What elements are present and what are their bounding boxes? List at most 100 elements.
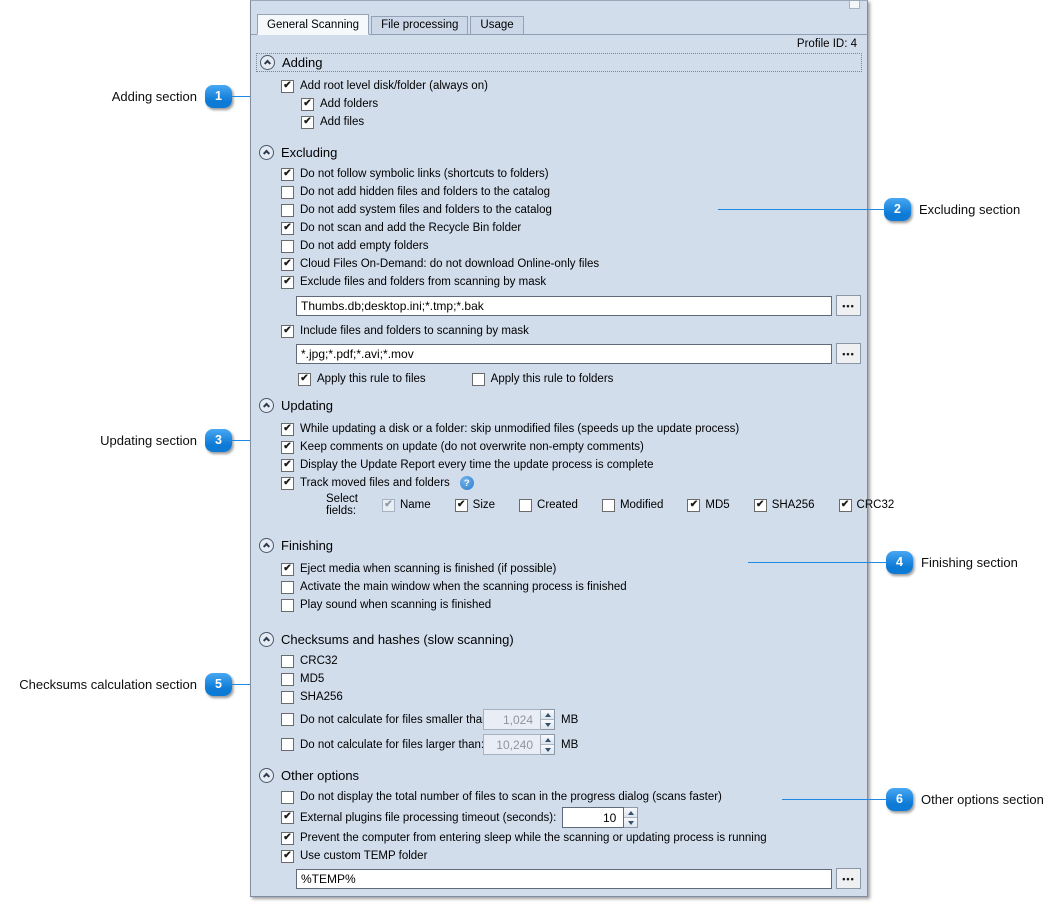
- checkbox-activate-window[interactable]: [281, 580, 294, 594]
- option-row[interactable]: Use custom TEMP folder: [281, 847, 867, 865]
- section-header-updating: Updating: [256, 396, 862, 415]
- section-header-other: Other options: [256, 766, 862, 785]
- browse-include-mask-button[interactable]: •••: [836, 343, 861, 364]
- checkbox-field-crc32[interactable]: [838, 498, 852, 512]
- checkbox-no-symlinks[interactable]: [281, 167, 294, 181]
- checkbox-eject-media[interactable]: [281, 562, 294, 576]
- option-row[interactable]: Exclude files and folders from scanning …: [281, 273, 867, 291]
- label-no-recycle-bin: Do not scan and add the Recycle Bin fold…: [300, 222, 522, 234]
- field-created[interactable]: Created: [519, 498, 578, 512]
- checkbox-apply-folders[interactable]: [471, 372, 485, 386]
- tab-file-processing[interactable]: File processing: [371, 16, 469, 34]
- checkbox-field-modified[interactable]: [601, 498, 615, 512]
- checkbox-exclude-mask[interactable]: [281, 275, 294, 289]
- checkbox-field-sha256[interactable]: [753, 498, 767, 512]
- checkbox-field-md5[interactable]: [687, 498, 701, 512]
- spin-up-button[interactable]: [624, 808, 638, 817]
- spin-down-button[interactable]: [624, 817, 638, 827]
- checkbox-prevent-sleep[interactable]: [281, 831, 294, 845]
- checkbox-apply-files[interactable]: [298, 372, 311, 386]
- exclude-mask-input[interactable]: [296, 295, 832, 316]
- scrollbar-fragment[interactable]: [849, 1, 860, 9]
- option-row[interactable]: Do not add system files and folders to t…: [281, 201, 867, 219]
- field-modified[interactable]: Modified: [601, 498, 663, 512]
- checkbox-crc32[interactable]: [281, 654, 294, 668]
- option-row[interactable]: Keep comments on update (do not overwrit…: [281, 438, 867, 456]
- temp-folder-input[interactable]: [296, 868, 832, 889]
- checkbox-cloud-on-demand[interactable]: [281, 257, 294, 271]
- option-row[interactable]: Prevent the computer from entering sleep…: [281, 829, 867, 847]
- include-mask-input[interactable]: [296, 343, 832, 364]
- field-size[interactable]: Size: [454, 498, 495, 512]
- option-row[interactable]: Play sound when scanning is finished: [281, 596, 867, 614]
- spin-up-button[interactable]: [541, 710, 554, 719]
- collapse-updating-icon[interactable]: [259, 398, 274, 413]
- option-row[interactable]: CRC32: [281, 652, 867, 670]
- checkbox-plugins-timeout[interactable]: [281, 811, 294, 824]
- smaller-than-input[interactable]: [483, 709, 541, 730]
- checkbox-track-moved[interactable]: [281, 476, 294, 490]
- option-row[interactable]: Do not display the total number of files…: [281, 788, 867, 806]
- label-exclude-mask: Exclude files and folders from scanning …: [300, 276, 547, 288]
- checkbox-add-root[interactable]: [281, 79, 294, 93]
- collapse-other-icon[interactable]: [259, 768, 274, 783]
- checkbox-larger-than[interactable]: [281, 738, 294, 751]
- field-md5[interactable]: MD5: [687, 498, 730, 512]
- label-smaller-than: Do not calculate for files smaller than:: [300, 713, 492, 726]
- checkbox-add-files[interactable]: [301, 115, 314, 129]
- larger-than-input[interactable]: [483, 734, 541, 755]
- option-row[interactable]: Do not add hidden files and folders to t…: [281, 183, 867, 201]
- checkbox-sha256[interactable]: [281, 690, 294, 704]
- option-row[interactable]: Eject media when scanning is finished (i…: [281, 560, 867, 578]
- label-add-folders: Add folders: [320, 98, 379, 110]
- option-row[interactable]: SHA256: [281, 688, 867, 706]
- collapse-excluding-icon[interactable]: [259, 145, 274, 160]
- option-row[interactable]: Track moved files and folders ?: [281, 474, 867, 492]
- checkbox-no-total-count[interactable]: [281, 790, 294, 804]
- option-row[interactable]: Display the Update Report every time the…: [281, 456, 867, 474]
- checkbox-add-folders[interactable]: [301, 97, 314, 111]
- checkbox-update-report[interactable]: [281, 458, 294, 472]
- section-title-excluding: Excluding: [281, 145, 338, 160]
- section-title-finishing: Finishing: [281, 538, 334, 553]
- option-row[interactable]: Include files and folders to scanning by…: [281, 322, 867, 340]
- select-fields-row: Select fields: Name Size Created Modifie…: [251, 493, 894, 517]
- collapse-adding-icon[interactable]: [260, 55, 275, 70]
- plugins-timeout-input[interactable]: [562, 807, 625, 828]
- checkbox-play-sound[interactable]: [281, 598, 294, 612]
- option-row[interactable]: Add files: [301, 113, 867, 131]
- option-row[interactable]: While updating a disk or a folder: skip …: [281, 420, 867, 438]
- option-row[interactable]: Add root level disk/folder (always on): [281, 77, 867, 95]
- option-row[interactable]: MD5: [281, 670, 867, 688]
- tab-usage[interactable]: Usage: [470, 16, 524, 34]
- checkbox-custom-temp[interactable]: [281, 849, 294, 863]
- option-row[interactable]: Add folders: [301, 95, 867, 113]
- option-row[interactable]: Cloud Files On-Demand: do not download O…: [281, 255, 867, 273]
- checkbox-no-empty-folders[interactable]: [281, 239, 294, 253]
- field-sha256[interactable]: SHA256: [753, 498, 815, 512]
- option-row[interactable]: Do not scan and add the Recycle Bin fold…: [281, 219, 867, 237]
- checkbox-field-size[interactable]: [454, 498, 468, 512]
- checkbox-skip-unmodified[interactable]: [281, 422, 294, 436]
- spin-up-button[interactable]: [541, 735, 554, 744]
- collapse-checksums-icon[interactable]: [259, 632, 274, 647]
- checkbox-no-hidden[interactable]: [281, 185, 294, 199]
- collapse-finishing-icon[interactable]: [259, 538, 274, 553]
- checkbox-field-created[interactable]: [519, 498, 533, 512]
- checkbox-include-mask[interactable]: [281, 324, 294, 338]
- option-row[interactable]: Do not follow symbolic links (shortcuts …: [281, 165, 867, 183]
- spin-down-button[interactable]: [541, 719, 554, 729]
- checkbox-no-recycle-bin[interactable]: [281, 221, 294, 235]
- checkbox-no-system[interactable]: [281, 203, 294, 217]
- field-crc32[interactable]: CRC32: [838, 498, 894, 512]
- option-row[interactable]: Activate the main window when the scanni…: [281, 578, 867, 596]
- option-row[interactable]: Do not add empty folders: [281, 237, 867, 255]
- help-icon[interactable]: ?: [459, 476, 474, 490]
- checkbox-keep-comments[interactable]: [281, 440, 294, 454]
- spin-down-button[interactable]: [541, 744, 554, 754]
- browse-temp-folder-button[interactable]: •••: [836, 868, 861, 889]
- tab-general-scanning[interactable]: General Scanning: [257, 14, 370, 35]
- browse-exclude-mask-button[interactable]: •••: [836, 295, 861, 316]
- checkbox-smaller-than[interactable]: [281, 713, 294, 726]
- checkbox-md5[interactable]: [281, 672, 294, 686]
